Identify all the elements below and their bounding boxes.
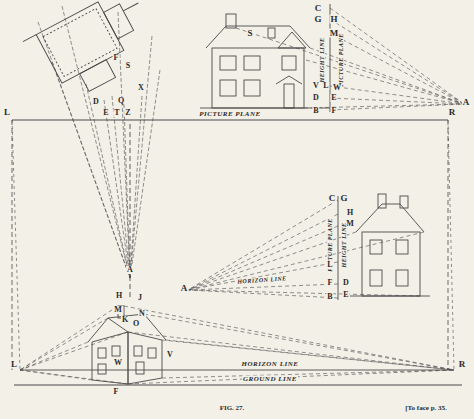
projection-line [188, 262, 338, 290]
projection-line [304, 104, 464, 108]
projection-line [166, 340, 454, 370]
point-letter: G [313, 15, 322, 24]
point-letter: L [3, 108, 11, 117]
point-letter: F [331, 107, 338, 115]
line-name: HORIZON LINE [241, 361, 300, 368]
projection-line [130, 96, 142, 278]
point-letter: F [327, 279, 334, 287]
projection-line [62, 6, 130, 278]
projection-line [330, 19, 464, 104]
line-name: GROUND LINE [242, 376, 298, 383]
projection-line [20, 318, 108, 370]
projection-line [128, 370, 454, 384]
point-letter: E [102, 109, 109, 117]
projection-line [330, 104, 464, 110]
figure-caption: FIG. 27. [219, 405, 246, 412]
point-letter: R [448, 108, 457, 117]
projection-line [310, 48, 464, 104]
projection-line [130, 36, 152, 278]
point-letter: V [312, 82, 320, 90]
projection-line [330, 98, 464, 104]
projection-line [188, 226, 338, 290]
projection-line [124, 104, 130, 278]
point-letter: C [328, 194, 337, 203]
projection-line [448, 120, 454, 370]
projection-line [52, 62, 130, 278]
point-letter: H [329, 15, 338, 24]
point-letter: W [332, 84, 342, 92]
point-letter: B [326, 293, 333, 301]
projection-line [162, 370, 454, 378]
projection-line [330, 86, 464, 104]
point-letter: H [346, 209, 354, 217]
projection-line [20, 306, 118, 370]
point-letter: W [113, 359, 123, 367]
projection-line [162, 340, 454, 370]
line-name: PICTURE PLANE [338, 32, 344, 88]
point-letter: F [113, 54, 120, 62]
line-name: HEIGHT LINE [319, 36, 325, 83]
line-name: [To face p. 35. [404, 405, 448, 412]
projection-line [330, 33, 464, 104]
projection-line [188, 232, 424, 290]
point-letter: A [126, 266, 134, 274]
line-name: HEIGHT LINE [341, 221, 347, 268]
point-letter: L [326, 261, 333, 269]
projection-line [330, 8, 464, 104]
point-letter: D [342, 279, 350, 287]
point-letter: F [113, 388, 120, 396]
point-letter: S [246, 29, 253, 38]
projection-line [188, 200, 338, 290]
projection-line [124, 306, 454, 370]
projection-line [236, 28, 464, 104]
point-letter: A [180, 284, 189, 293]
projection-line [188, 214, 338, 290]
projection-line [188, 284, 338, 290]
point-letter: K [121, 316, 129, 324]
point-letter: E [342, 291, 349, 299]
projection-line [306, 60, 464, 104]
point-letter: X [137, 84, 145, 92]
point-letter: J [137, 294, 143, 302]
point-letter: G [339, 194, 348, 203]
point-letter: N [138, 310, 146, 318]
point-letter: Z [124, 109, 131, 117]
point-letter: C [314, 4, 323, 13]
point-letter: D [92, 98, 100, 106]
point-letter: R [458, 360, 467, 369]
point-letter: L [322, 82, 329, 90]
projection-line [144, 314, 454, 370]
projection-line [188, 290, 420, 296]
projection-line [20, 332, 128, 370]
point-letter: A [462, 98, 471, 107]
projection-line [12, 120, 20, 370]
point-letter: L [10, 360, 18, 369]
point-letter: E [330, 94, 337, 102]
projection-line [130, 70, 160, 278]
point-letter: T [113, 109, 120, 117]
projection-line [112, 96, 130, 278]
point-letter: B [312, 107, 319, 115]
point-letter: M [113, 306, 123, 314]
line-name: HORIZON LINE [236, 275, 288, 285]
point-letter: O [132, 320, 140, 328]
point-letter: Q [117, 97, 125, 105]
line-name: PICTURE PLANE [198, 111, 262, 118]
projection-line [38, 22, 130, 278]
point-letter: S [125, 62, 131, 70]
projection-line [20, 370, 128, 384]
point-letter: D [312, 94, 320, 102]
point-letter: V [166, 351, 174, 359]
projection-line [104, 100, 130, 278]
projection-line [188, 290, 338, 298]
projection-line [20, 342, 88, 370]
point-letter: H [115, 292, 123, 300]
projection-line [128, 332, 454, 370]
